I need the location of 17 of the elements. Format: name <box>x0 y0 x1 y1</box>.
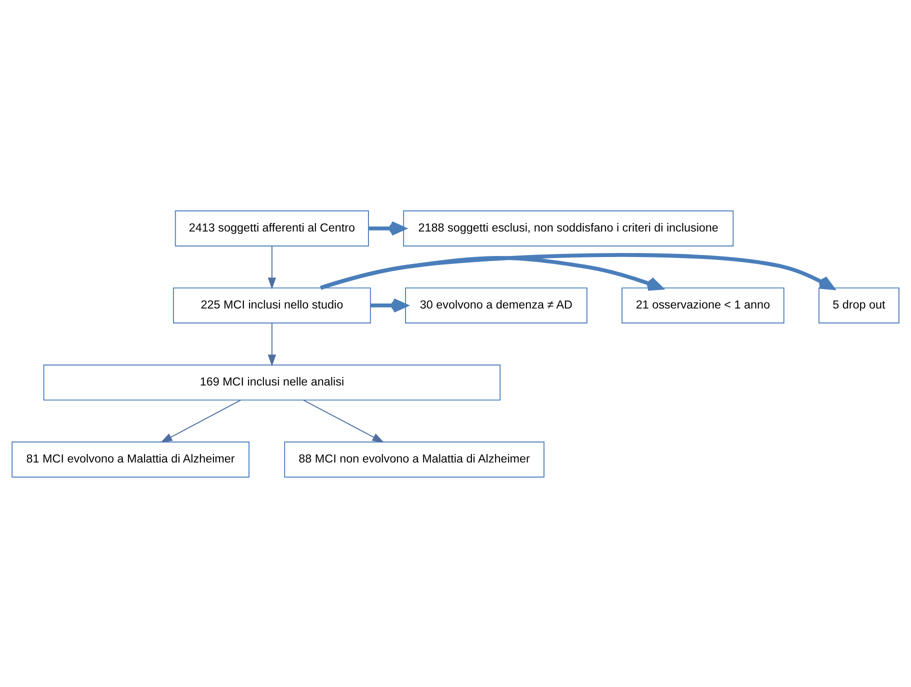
arrow <box>368 220 406 236</box>
node-box: 5 drop out <box>818 286 900 324</box>
arrow <box>370 298 408 312</box>
arrow <box>303 399 384 442</box>
arrow <box>160 399 242 442</box>
node-box: 88 MCI non evolvono a Malattia di Alzheimer <box>284 441 544 478</box>
node-box: 225 MCI inclusi nello studio <box>172 286 371 324</box>
arrow <box>268 322 276 366</box>
node-box: 30 evolvono a demenza ≠ AD <box>405 286 588 324</box>
node-box: 2413 soggetti afferenti al Centro <box>174 210 369 246</box>
arrow <box>320 252 834 290</box>
arrow <box>268 245 276 289</box>
node-box: 2188 soggetti esclusi, non soddisfano i criteri di inclusione <box>403 210 734 246</box>
node-box: 21 osservazione < 1 anno <box>622 286 784 324</box>
node-box: 169 MCI inclusi nelle analisi <box>43 364 501 400</box>
arrow <box>320 255 663 290</box>
node-box: 81 MCI evolvono a Malattia di Alzheimer <box>12 441 250 478</box>
